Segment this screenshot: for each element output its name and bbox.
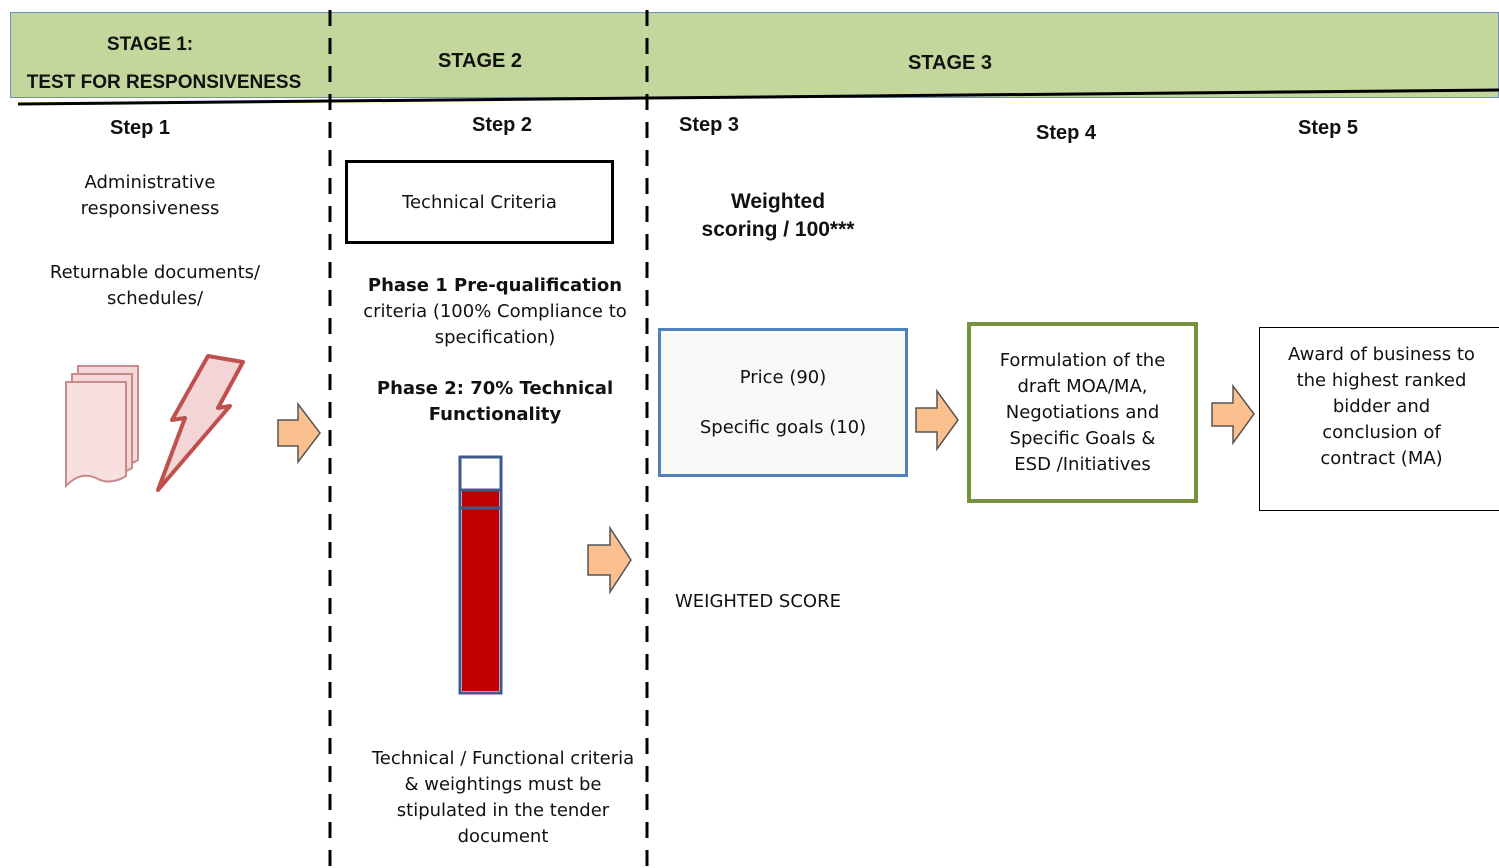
phase1-title: Phase 1 Pre-qualification <box>367 275 623 296</box>
technical-functionality-bar <box>458 455 503 695</box>
technical-criteria-label: Technical Criteria <box>402 191 557 213</box>
step-4-box: Formulation of the draft MOA/MA, Negotia… <box>967 322 1198 503</box>
step4-line4: Specific Goals & <box>1009 427 1156 449</box>
step-3-label: Step 3 <box>679 114 740 136</box>
administrative-responsiveness: Administrative responsiveness <box>40 170 260 222</box>
weighted-scoring: Weighted scoring / 100*** <box>660 188 896 244</box>
phase1-line3: specification) <box>434 327 556 348</box>
stage-1-subtitle: TEST FOR RESPONSIVENESS <box>8 72 320 94</box>
admin-line1: Administrative <box>84 172 216 193</box>
step-5-label: Step 5 <box>1298 117 1359 139</box>
note-line2: & weightings must be <box>404 774 602 795</box>
step4-line3: Negotiations and <box>1005 401 1160 423</box>
step-1-label: Step 1 <box>110 117 171 139</box>
returnable-line1: Returnable documents/ <box>49 262 261 283</box>
arrow-step4-to-step5 <box>1211 383 1255 446</box>
technical-criteria-note: Technical / Functional criteria & weight… <box>348 746 658 850</box>
note-line3: stipulated in the tender <box>396 800 610 821</box>
phase2-line1: Phase 2: 70% Technical <box>376 378 614 399</box>
step4-line1: Formulation of the <box>999 349 1166 371</box>
document-stack-icon <box>65 365 139 489</box>
price-label: Price (90) <box>739 366 827 388</box>
technical-criteria-box: Technical Criteria <box>345 160 614 244</box>
step-4-label: Step 4 <box>1036 122 1097 144</box>
phase-1-criteria: Phase 1 Pre-qualification criteria (100%… <box>340 273 650 351</box>
step4-line2: draft MOA/MA, <box>1017 375 1148 397</box>
returnable-line2: schedules/ <box>106 288 204 309</box>
stage-2-title: STAGE 2 <box>437 50 523 72</box>
arrow-step2-to-step3 <box>587 525 632 595</box>
bar-fill <box>462 491 499 691</box>
phase-2-functionality: Phase 2: 70% Technical Functionality <box>340 376 650 428</box>
note-line1: Technical / Functional criteria <box>371 748 635 769</box>
returnable-documents: Returnable documents/ schedules/ <box>30 260 280 312</box>
step5-line4: conclusion of <box>1322 422 1441 443</box>
admin-line2: responsiveness <box>80 198 220 219</box>
arrow-step1-to-step2 <box>277 401 321 465</box>
step5-line2: the highest ranked <box>1296 370 1467 391</box>
header-bottom-rule <box>17 88 1499 106</box>
phase2-line2: Functionality <box>428 404 562 425</box>
specific-goals-label: Specific goals (10) <box>699 416 867 438</box>
stage-1-title-line2: TEST FOR RESPONSIVENESS <box>26 72 302 93</box>
phase1-line2: criteria (100% Compliance to <box>363 301 627 322</box>
stage-1-title: STAGE 1: <box>20 34 280 56</box>
step-2-label: Step 2 <box>472 114 533 136</box>
note-line4: document <box>457 826 549 847</box>
step5-line3: bidder and <box>1332 396 1431 417</box>
arrow-step3-to-step4 <box>915 388 959 452</box>
stage-3-title: STAGE 3 <box>907 52 993 74</box>
weighted-line1: Weighted <box>730 190 826 213</box>
stage-header-band <box>10 12 1499 98</box>
weighted-line2: scoring / 100*** <box>701 218 855 241</box>
stage-1-title-line1: STAGE 1: <box>106 34 194 55</box>
weighted-score-label: WEIGHTED SCORE <box>675 591 841 612</box>
step5-line1: Award of business to <box>1288 344 1475 365</box>
step5-line5: contract (MA) <box>1320 448 1443 469</box>
step4-line5: ESD /Initiatives <box>1014 453 1151 475</box>
step-5-box: Award of business to the highest ranked … <box>1259 327 1499 511</box>
price-goals-box: Price (90) Specific goals (10) <box>658 328 908 477</box>
lightning-bolt-icon <box>156 354 245 492</box>
